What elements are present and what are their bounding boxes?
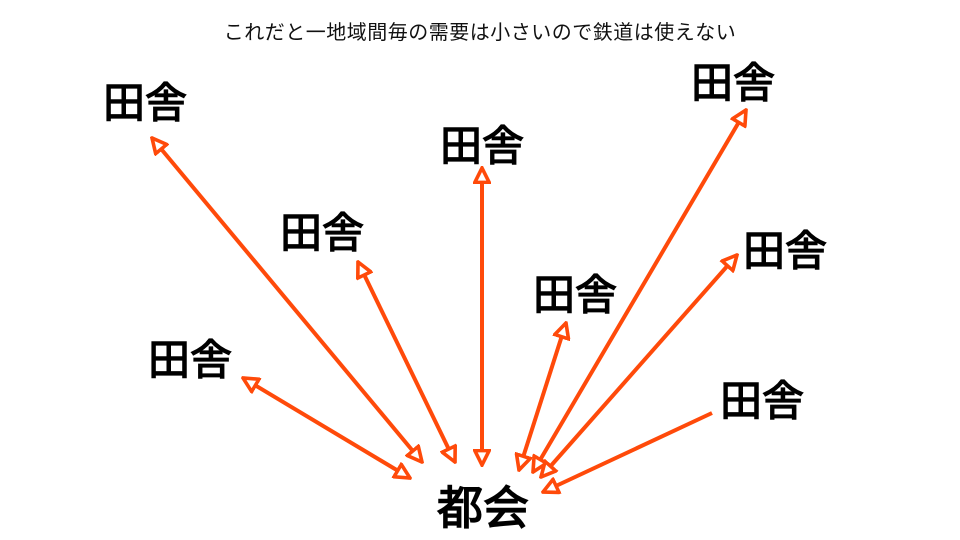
- rural-node-bottom-left: 田舎: [147, 335, 233, 385]
- rural-node-bottom-right: 田舎: [719, 376, 805, 426]
- rural-node-right-upper: 田舎: [742, 226, 828, 276]
- arrow-bottom-right: [543, 411, 713, 492]
- arrow-mid-left: [358, 262, 455, 462]
- arrow-right-upper: [541, 255, 737, 477]
- arrow-top-left: [152, 138, 422, 462]
- arrow-bottom-left: [243, 378, 410, 478]
- rural-node-center-top: 田舎: [439, 121, 525, 171]
- rural-node-center-right: 田舎: [532, 270, 618, 320]
- rural-node-top-left: 田舎: [102, 78, 188, 128]
- city-node: 都会: [437, 481, 529, 535]
- rural-node-top-right: 田舎: [690, 58, 776, 108]
- rural-node-mid-left: 田舎: [279, 208, 365, 258]
- arrow-center-right: [519, 323, 566, 470]
- slide-title: これだと一地域間毎の需要は小さいので鉄道は使えない: [223, 20, 737, 44]
